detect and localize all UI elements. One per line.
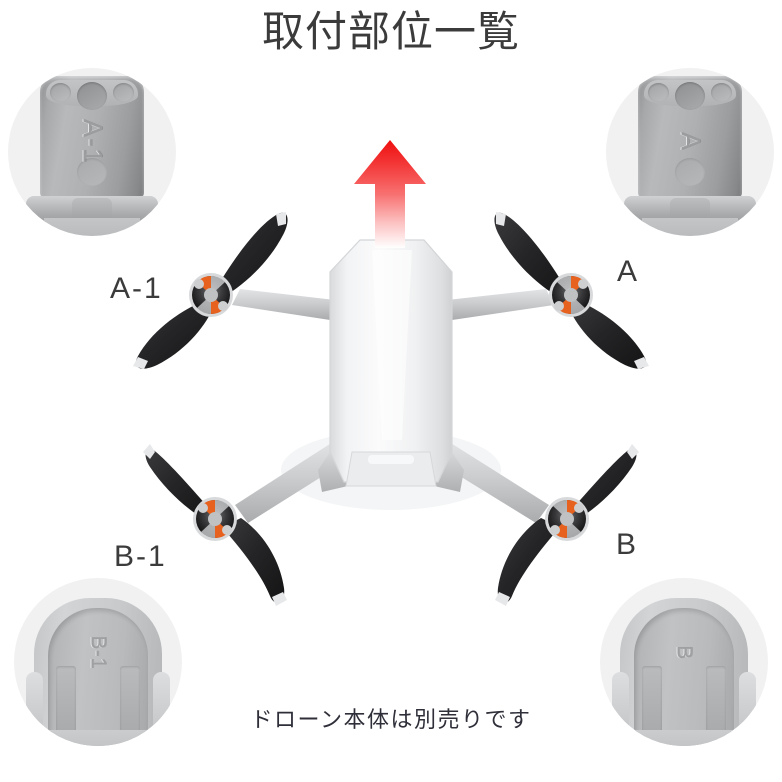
part-embossed-label: A [675,131,706,152]
part-embossed-label: B-1 [86,635,110,670]
part-rail-left [612,672,629,734]
part-rail-right [739,672,756,734]
part-photo-a1: A-1 [40,76,144,198]
part-slot-right [120,666,140,738]
inset-bottom-left-b1: B-1 [14,578,182,746]
drone-arms [232,289,554,523]
rotor-front-right [494,212,649,369]
part-dimple-left [648,83,669,102]
rotor-rear-right [495,444,639,606]
part-center-boss [77,82,107,110]
part-lower-boss [675,158,705,186]
inset-top-right-a: A [606,68,774,236]
page-title: 取付部位一覧 [261,7,520,56]
part-baseplate [16,730,180,746]
part-hinge [624,196,756,222]
part-embossed-label: A-1 [77,118,108,165]
part-center-boss [675,82,705,110]
part-embossed-label: B [672,645,696,660]
part-rail-right [153,672,170,734]
part-dimple-right [711,83,732,102]
part-photo-a: A [638,76,742,198]
callout-label-a1: A-1 [110,272,163,305]
part-slot-right [706,666,726,738]
part-baseplate [602,730,766,746]
callout-label-b1: B-1 [114,540,167,573]
part-hinge [26,196,158,222]
inset-bottom-right-b: B [600,578,768,746]
part-slot-left [642,666,662,738]
callout-label-a: A [617,255,640,288]
part-photo-b: B [602,598,766,746]
part-rail-left [26,672,43,734]
part-dimple-right [113,83,134,102]
part-arm-stem [44,218,140,236]
forward-direction-arrow [354,140,426,248]
inset-top-left-a1: A-1 [8,68,176,236]
drone-body [329,239,453,487]
part-arm-stem [642,218,738,236]
part-lower-boss [77,158,107,186]
callout-label-b: B [616,528,639,561]
rotor-rear-left [143,444,287,606]
part-dimple-left [50,83,71,102]
part-photo-b1: B-1 [16,598,180,746]
part-slot-left [56,666,76,738]
disclaimer-text: ドローン本体は別売りです [250,708,532,733]
rotor-front-left [133,212,288,369]
